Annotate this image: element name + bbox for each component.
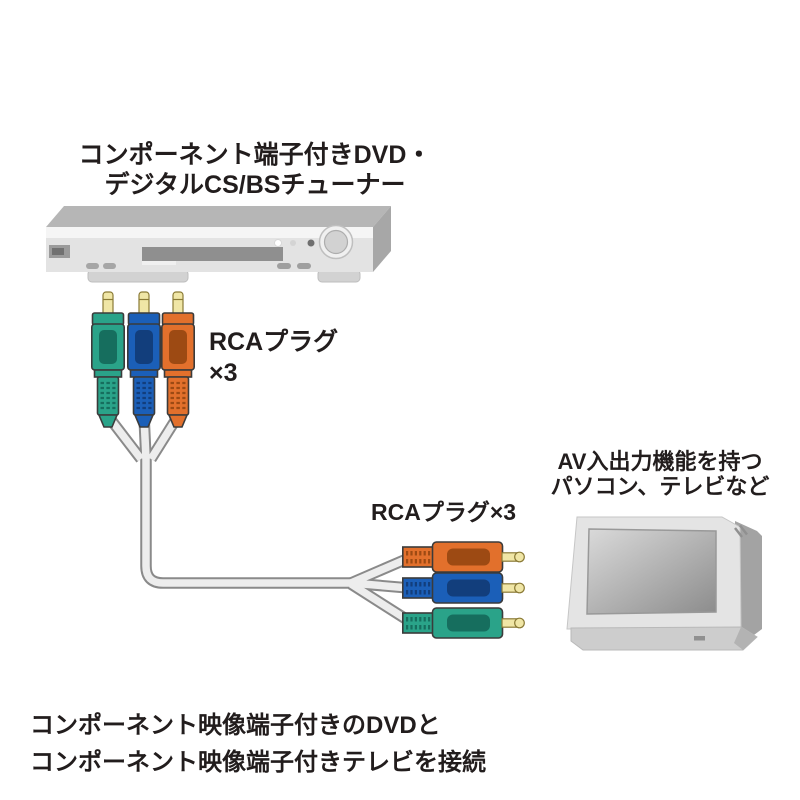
source-device-label-line1: コンポーネント端子付きDVD・ bbox=[78, 141, 432, 169]
tv-vents bbox=[734, 524, 748, 538]
dvd-top-face bbox=[46, 206, 391, 227]
rca-plug-orange-source bbox=[160, 290, 196, 429]
dvd-side-face bbox=[373, 206, 391, 272]
tv-power-button bbox=[694, 636, 705, 641]
tv-base-side bbox=[734, 627, 757, 650]
target-plug-label-text: RCAプラグ×3 bbox=[371, 499, 517, 525]
rca-plug-green-target bbox=[403, 608, 525, 638]
tv bbox=[566, 516, 762, 651]
tv-side-panel bbox=[735, 521, 762, 641]
dvd-ir-sensor bbox=[49, 245, 70, 258]
cable-core bbox=[105, 413, 412, 625]
source-device-label: コンポーネント端子付きDVD・ デジタルCS/BSチューナー bbox=[35, 140, 475, 200]
source-plug-label-line1: RCAプラグ bbox=[209, 328, 339, 356]
caption: コンポーネント映像端子付きのDVDと コンポーネント映像端子付きテレビを接続 bbox=[30, 707, 486, 781]
dvd-disc-tray bbox=[142, 247, 283, 265]
target-device-label-line2: パソコン、テレビなど bbox=[550, 474, 770, 499]
source-plug-label: RCAプラグ ×3 bbox=[209, 327, 338, 389]
component-video-cable bbox=[103, 412, 413, 626]
target-plug-label: RCAプラグ×3 bbox=[371, 499, 516, 525]
target-device-label: AV入出力機能を持つ パソコン、テレビなど bbox=[538, 449, 782, 499]
dvd-front-buttons-right bbox=[277, 263, 311, 269]
tv-screen bbox=[586, 528, 717, 615]
dvd-player bbox=[46, 206, 391, 283]
dvd-front-highlight bbox=[46, 227, 373, 238]
rca-plug-green-source bbox=[90, 290, 126, 429]
source-device-label-line2: デジタルCS/BSチューナー bbox=[104, 171, 406, 199]
target-device-label-line1: AV入出力機能を持つ bbox=[557, 449, 763, 474]
source-plug-label-line2: ×3 bbox=[209, 359, 238, 387]
tv-base bbox=[570, 626, 758, 651]
caption-line1: コンポーネント映像端子付きのDVDと bbox=[30, 712, 441, 739]
rca-plug-orange-target bbox=[403, 542, 525, 572]
rca-plug-blue-target bbox=[403, 573, 525, 603]
rca-plug-blue-source bbox=[126, 290, 162, 429]
dvd-jog-knob bbox=[318, 224, 354, 260]
caption-line2: コンポーネント映像端子付きテレビを接続 bbox=[30, 749, 486, 776]
dvd-front-buttons-left bbox=[86, 263, 116, 269]
